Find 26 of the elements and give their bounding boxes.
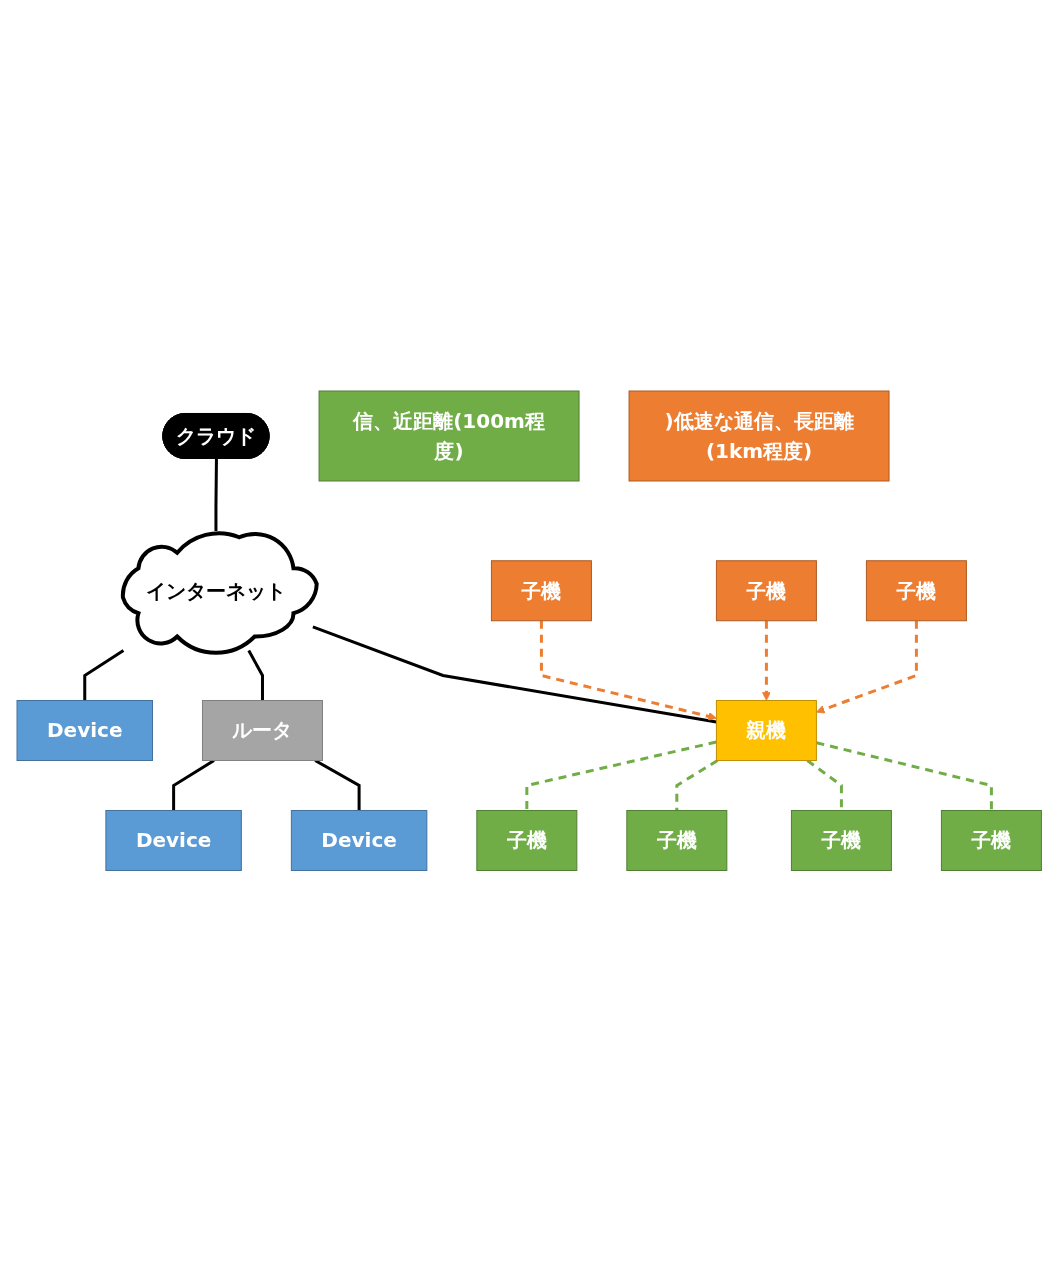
connector xyxy=(314,759,361,811)
connector xyxy=(312,625,717,724)
node-box: )低速な通信、長距離(1km程度) xyxy=(628,390,890,482)
arrow xyxy=(762,621,772,702)
connector xyxy=(214,459,219,532)
node-box: 親機 xyxy=(716,700,818,762)
node-box: 子機 xyxy=(476,810,578,872)
connector xyxy=(172,759,216,811)
node-box: 子機 xyxy=(791,810,893,872)
connector xyxy=(83,649,125,701)
node-box: 子機 xyxy=(941,810,1043,872)
node-box: 子機 xyxy=(716,560,818,622)
connector xyxy=(247,650,265,701)
node-box: 子機 xyxy=(491,560,593,622)
node-box: ルータ xyxy=(202,700,324,762)
connector xyxy=(525,740,718,811)
node-box: 子機 xyxy=(626,810,728,872)
arrow xyxy=(816,621,919,714)
node-box: Device xyxy=(291,810,428,872)
node-box: 子機 xyxy=(866,560,968,622)
node-box: Device xyxy=(16,700,154,762)
node-box: 信、近距離(100m程度) xyxy=(318,390,580,482)
node-box: Device xyxy=(105,810,243,872)
connector xyxy=(675,759,719,811)
connector xyxy=(816,741,994,811)
arrow xyxy=(540,621,718,721)
